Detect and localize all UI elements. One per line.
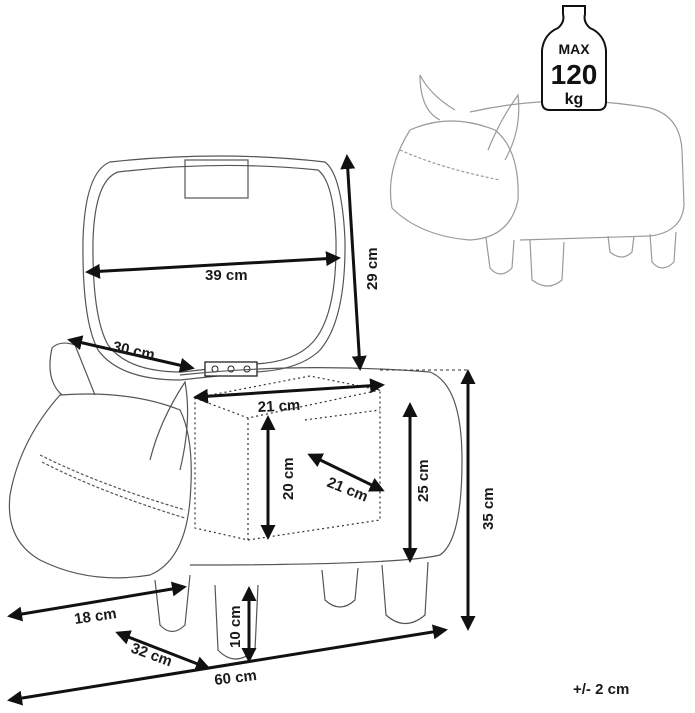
weight-icon: MAX 120 kg: [541, 5, 607, 111]
weight-line2: 120: [551, 59, 598, 90]
reference-ottoman-sketch: [389, 74, 685, 287]
label-seat-height: 25 cm: [415, 459, 432, 502]
label-total-length: 60 cm: [213, 667, 257, 689]
label-head-depth: 30 cm: [111, 338, 156, 363]
label-lid-width: 39 cm: [205, 267, 248, 284]
label-total-height: 35 cm: [480, 487, 497, 530]
label-front-width: 18 cm: [73, 605, 117, 628]
label-lid-height: 29 cm: [364, 247, 381, 290]
dimension-lines: [7, 154, 476, 706]
label-total-depth: 32 cm: [129, 640, 175, 671]
label-storage-width: 21 cm: [257, 397, 300, 416]
label-storage-height: 20 cm: [280, 457, 297, 500]
ottoman-drawing: [8, 155, 463, 660]
dimension-labels: 39 cm 29 cm 30 cm 21 cm 20 cm 21 cm 25 c…: [73, 247, 629, 698]
weight-line1: MAX: [558, 41, 590, 57]
label-storage-depth: 21 cm: [325, 474, 371, 506]
weight-line3: kg: [565, 91, 584, 108]
label-leg-height: 10 cm: [227, 605, 244, 648]
label-tolerance: +/- 2 cm: [573, 681, 629, 698]
